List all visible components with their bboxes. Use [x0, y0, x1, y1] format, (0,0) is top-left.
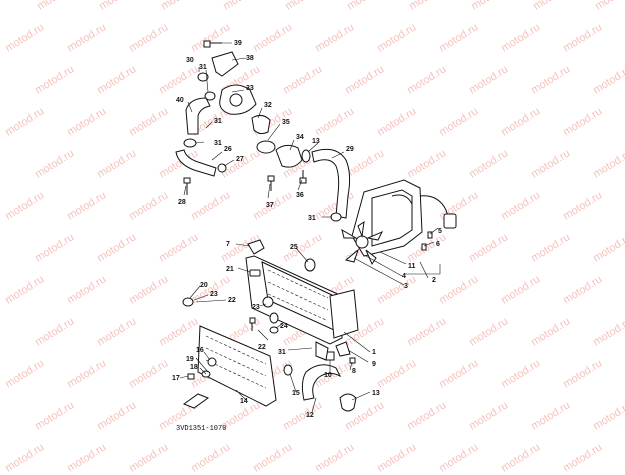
radiator-core-1 — [245, 255, 343, 345]
callout-14: 14 — [240, 398, 248, 405]
bolt-6 — [421, 243, 427, 251]
callout-16: 16 — [196, 347, 204, 354]
front-arrow-emblem — [182, 393, 210, 409]
thermostat-32 — [251, 114, 271, 135]
callout-6: 6 — [436, 241, 440, 248]
callout-22: 22 — [228, 297, 236, 304]
callout-31: 31 — [308, 215, 316, 222]
grommet-23-a — [262, 296, 274, 308]
callout-34: 34 — [296, 134, 304, 141]
radiator-guard-14 — [197, 325, 277, 407]
callout-4: 4 — [402, 273, 406, 280]
outlet-pipe — [315, 341, 329, 361]
collar-21 — [249, 269, 261, 277]
bolt-39 — [203, 40, 222, 48]
callout-23: 23 — [252, 304, 260, 311]
callout-20: 20 — [200, 282, 208, 289]
clamp-30 — [197, 72, 209, 82]
fitting-9 — [335, 341, 351, 357]
fan-blades — [341, 220, 384, 266]
callout-31: 31 — [278, 349, 286, 356]
callout-39: 39 — [234, 40, 242, 47]
callout-31: 31 — [214, 140, 222, 147]
lower-group — [182, 325, 357, 412]
callout-13: 13 — [372, 390, 380, 397]
callout-17: 17 — [172, 375, 180, 382]
callout-27: 27 — [236, 156, 244, 163]
callout-33: 33 — [246, 85, 254, 92]
o-ring-35 — [256, 140, 276, 154]
callout-11: 11 — [408, 263, 416, 270]
cap-13 — [339, 393, 357, 412]
callout-13: 13 — [312, 138, 320, 145]
callout-3: 3 — [404, 283, 408, 290]
callout-22: 22 — [258, 344, 266, 351]
clamp-31-c — [330, 212, 342, 222]
callout-38: 38 — [246, 55, 254, 62]
callout-19: 19 — [186, 356, 194, 363]
grommet-23-b — [269, 312, 279, 324]
clamp-31-b — [183, 138, 197, 148]
clamp-13-top — [301, 149, 311, 163]
bolt-8 — [349, 357, 356, 364]
bolt-22 — [249, 317, 256, 331]
clamp-31-a — [204, 91, 216, 101]
o-ring-27 — [217, 163, 227, 173]
bolt-36 — [299, 170, 307, 184]
callout-8: 8 — [352, 368, 356, 375]
callout-12: 12 — [306, 412, 314, 419]
filler-cap-7 — [247, 239, 265, 255]
thermostat-housing-33 — [219, 84, 257, 115]
bolt-17 — [187, 373, 195, 380]
callout-35: 35 — [282, 119, 290, 126]
hose-29 — [311, 148, 351, 219]
callout-28: 28 — [178, 199, 186, 206]
clamp-15 — [283, 364, 293, 376]
callout-37: 37 — [266, 202, 274, 209]
callout-24: 24 — [280, 323, 288, 330]
callout-32: 32 — [264, 102, 272, 109]
callout-31: 31 — [199, 64, 207, 71]
callout-25: 25 — [290, 244, 298, 251]
callout-36: 36 — [296, 192, 304, 199]
callout-1: 1 — [372, 349, 376, 356]
callout-5: 5 — [438, 228, 442, 235]
diagram-code: 3VD1351-1070 — [176, 425, 226, 433]
callout-10: 10 — [324, 372, 332, 379]
washer-20 — [182, 297, 194, 307]
callout-29: 29 — [346, 146, 354, 153]
thermostat-group — [175, 40, 351, 219]
callout-23: 23 — [210, 291, 218, 298]
callout-18: 18 — [190, 364, 198, 371]
callout-2: 2 — [432, 277, 436, 284]
hose-12 — [301, 364, 342, 401]
callout-31: 31 — [214, 118, 222, 125]
collar-24 — [269, 326, 279, 334]
callout-21: 21 — [226, 266, 234, 273]
callout-7: 7 — [226, 241, 230, 248]
grommet-25 — [304, 258, 316, 272]
callout-40: 40 — [176, 97, 184, 104]
fan-motor-wire — [419, 195, 451, 223]
bracket-38 — [211, 51, 239, 77]
pipe-26 — [175, 149, 217, 177]
callout-15: 15 — [292, 390, 300, 397]
fan-shroud-group — [330, 179, 457, 266]
joint-34 — [275, 144, 303, 168]
callout-26: 26 — [224, 146, 232, 153]
bolt-28 — [183, 177, 191, 195]
radiator-group — [182, 239, 359, 364]
callout-9: 9 — [372, 361, 376, 368]
bolt-37 — [267, 175, 275, 191]
connector-plug — [443, 213, 457, 229]
callout-30: 30 — [186, 57, 194, 64]
hose-40 — [185, 97, 211, 135]
leader-lines — [179, 42, 441, 413]
